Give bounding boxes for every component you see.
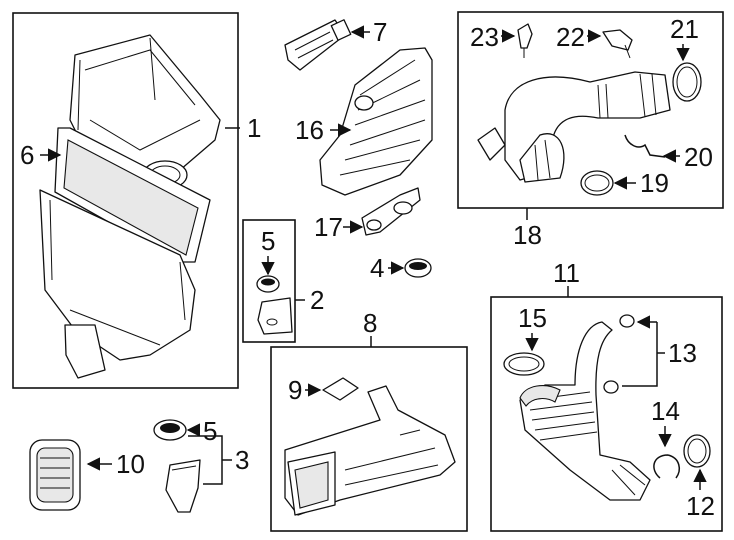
duct-seal bbox=[322, 377, 359, 401]
callout-8: 8 bbox=[363, 308, 377, 338]
group-box-air-cleaner bbox=[12, 12, 239, 389]
mass-airflow-sensor bbox=[284, 19, 352, 71]
callout-7: 7 bbox=[373, 17, 387, 47]
callout-23: 23 bbox=[470, 22, 499, 52]
air-intake-hose bbox=[477, 71, 671, 183]
grommet bbox=[404, 258, 432, 278]
callout-5-upper: 5 bbox=[261, 226, 275, 256]
retaining-clip bbox=[653, 454, 681, 479]
callout-19: 19 bbox=[640, 168, 669, 198]
callout-10: 10 bbox=[116, 449, 145, 479]
insulator-upper bbox=[256, 275, 280, 293]
air-filter-element bbox=[54, 127, 211, 263]
callout-11: 11 bbox=[553, 258, 580, 288]
leader-line-13 bbox=[622, 322, 658, 387]
callout-5-lower: 5 bbox=[203, 416, 217, 446]
o-ring-upper bbox=[619, 314, 635, 328]
air-cleaner-lower-housing bbox=[39, 189, 196, 379]
callout-17: 17 bbox=[314, 212, 343, 242]
support-bracket bbox=[257, 297, 293, 335]
pressure-sensor bbox=[602, 29, 633, 59]
group-box-outlet-duct bbox=[490, 296, 723, 532]
callout-4: 4 bbox=[370, 253, 384, 283]
air-intake-duct bbox=[284, 385, 456, 516]
resonator bbox=[319, 47, 433, 196]
group-box-intake-hose bbox=[457, 11, 724, 209]
filter-cover bbox=[29, 439, 81, 511]
callout-9: 9 bbox=[288, 375, 302, 405]
air-outlet-duct bbox=[519, 321, 651, 501]
callout-13: 13 bbox=[668, 338, 697, 368]
callout-15: 15 bbox=[518, 303, 547, 333]
callout-2: 2 bbox=[310, 285, 324, 315]
group-box-air-duct bbox=[270, 346, 468, 532]
callout-12: 12 bbox=[686, 491, 715, 521]
duct-clamp bbox=[503, 352, 545, 376]
callout-3: 3 bbox=[235, 445, 249, 475]
hose-clamp-lower bbox=[683, 434, 711, 468]
mount-support bbox=[165, 459, 201, 513]
group-box-bracket bbox=[242, 219, 296, 343]
callout-1: 1 bbox=[247, 113, 261, 143]
insulator-lower bbox=[153, 419, 187, 441]
hose-seal bbox=[580, 170, 614, 196]
callout-21: 21 bbox=[670, 14, 699, 44]
vent-line bbox=[624, 134, 666, 158]
temperature-sensor bbox=[517, 23, 533, 58]
o-ring-lower bbox=[603, 380, 619, 394]
callout-20: 20 bbox=[684, 142, 713, 172]
callout-22: 22 bbox=[556, 22, 585, 52]
mounting-bracket bbox=[361, 187, 421, 236]
callout-6: 6 bbox=[20, 140, 34, 170]
callout-16: 16 bbox=[295, 115, 324, 145]
callout-14: 14 bbox=[651, 396, 680, 426]
callout-18: 18 bbox=[513, 220, 542, 250]
hose-clamp-upper bbox=[672, 62, 702, 102]
